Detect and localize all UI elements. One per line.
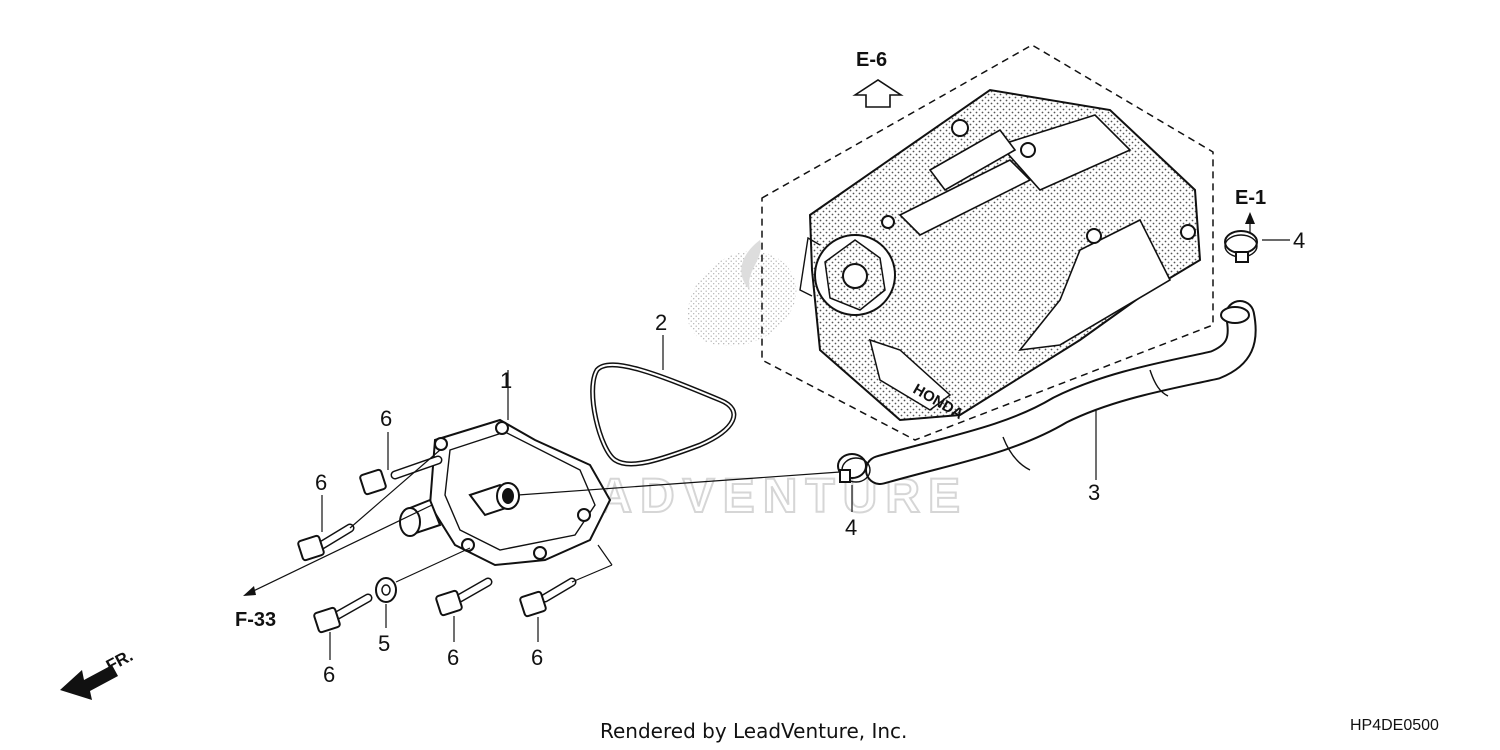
leader-f33 — [244, 504, 433, 596]
front-direction: FR. — [60, 646, 136, 700]
ref-label-e1: E-1 — [1235, 187, 1266, 209]
callout-6-left: 6 — [315, 470, 327, 495]
clamp-upper: 4 — [1224, 228, 1305, 263]
up-arrow-icon — [852, 79, 904, 108]
bolt-left: 6 — [297, 449, 441, 562]
bolt-top: 6 — [359, 406, 443, 496]
callout-2: 2 — [655, 310, 667, 335]
bolt-bottom-right: 6 — [519, 544, 613, 670]
washer: 5 — [375, 547, 471, 656]
ref-arrow-top: E-6 — [852, 49, 904, 108]
ref-label-e6: E-6 — [856, 49, 887, 71]
water-pump-cover: 1 — [399, 368, 612, 567]
footer-credit: Rendered by LeadVenture, Inc. — [600, 719, 907, 743]
callout-6-bottom-mid: 6 — [447, 645, 459, 670]
callout-6-bottom-left: 6 — [323, 662, 335, 687]
bolt-bottom-left: 6 — [313, 593, 373, 687]
clamp-lower: 4 — [837, 453, 871, 540]
callout-5: 5 — [378, 631, 390, 656]
up-arrow-icon — [1245, 212, 1255, 224]
callout-4-upper: 4 — [1293, 228, 1305, 253]
diagram-code: HP4DE0500 — [1350, 717, 1439, 734]
gasket: 2 — [590, 310, 737, 467]
callout-1: 1 — [500, 368, 512, 393]
water-hose: 3 — [865, 300, 1257, 505]
leader-pump-to-hose — [517, 471, 841, 496]
callout-6-bottom-right: 6 — [531, 645, 543, 670]
callout-4-lower: 4 — [845, 515, 857, 540]
ref-arrow-left: F-33 — [235, 609, 276, 631]
callout-3: 3 — [1088, 480, 1100, 505]
bolt-bottom-mid: 6 — [435, 577, 493, 670]
arrow-head-icon — [243, 586, 256, 596]
front-arrow-icon — [60, 665, 118, 700]
ref-label-f33: F-33 — [235, 609, 276, 631]
engine-case: HONDA — [799, 88, 1202, 423]
callout-6-top: 6 — [380, 406, 392, 431]
